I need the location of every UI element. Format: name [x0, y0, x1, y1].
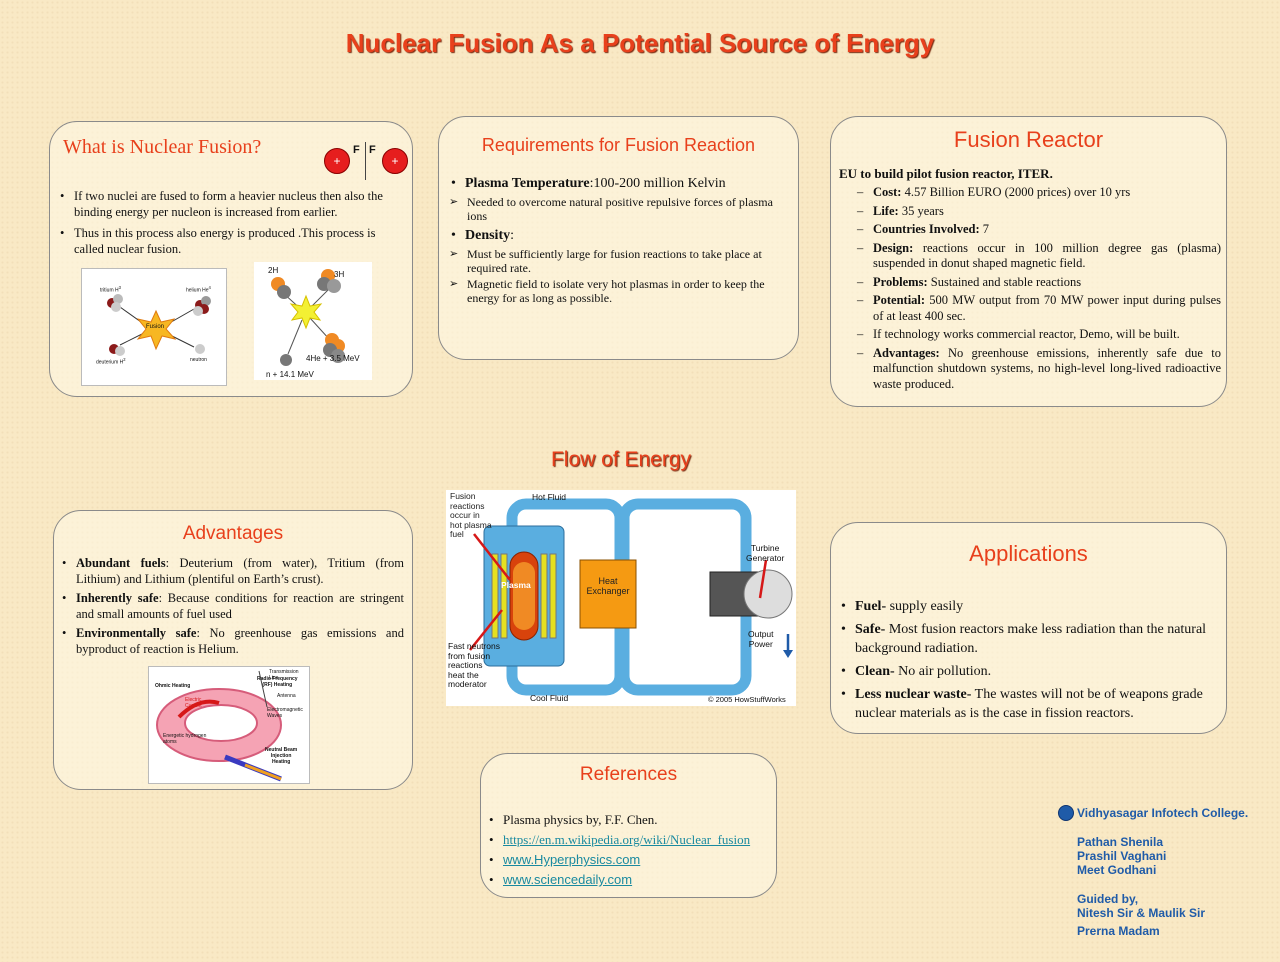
what-bullet: Thus in this process also energy is prod… — [56, 225, 396, 257]
h3-label: 3H — [334, 270, 345, 279]
he-label: 4He + 3.5 MeV — [306, 354, 360, 363]
requirements-title: Requirements for Fusion Reaction — [481, 135, 756, 155]
reactor-list: Cost: 4.57 Billion EURO (2000 prices) ov… — [853, 185, 1221, 392]
tritium-label: tritium H3 — [100, 285, 121, 294]
advantage-item: Inherently safe: Because conditions for … — [58, 591, 404, 622]
guide-name: Prerna Madam — [1077, 924, 1160, 938]
author-name: Meet Godhani — [1077, 863, 1157, 877]
neutron-label: neutron — [190, 357, 207, 363]
poster-title: Nuclear Fusion As a Potential Source of … — [345, 28, 935, 58]
hot-fluid-label: Hot Fluid — [532, 492, 567, 502]
helium-label: helium He4 — [186, 285, 211, 294]
ff-divider — [365, 142, 366, 180]
rf-label: Radio Frequency(RF) Heating — [257, 676, 298, 688]
requirements-panel: Requirements for Fusion Reaction •Plasma… — [438, 116, 799, 360]
guided-label: Guided by, — [1077, 892, 1139, 906]
n-label: n + 14.1 MeV — [266, 370, 314, 379]
reactor-item: If technology works commercial reactor, … — [853, 327, 1221, 343]
dt-fusion-figure: 2H 3H 4He + 3.5 MeV n + 14.1 MeV — [254, 262, 372, 380]
reference-link[interactable]: https://en.m.wikipedia.org/wiki/Nuclear_… — [485, 830, 773, 850]
plasma-label: Plasma — [501, 580, 531, 590]
reactor-item: Problems: Sustained and stable reactions — [853, 275, 1221, 291]
reactor-item: Potential: 500 MW output from 70 MW powe… — [853, 293, 1221, 324]
author-name: Pathan Shenila — [1077, 835, 1164, 849]
applications-list: Fuel- supply easily Safe- Most fusion re… — [837, 597, 1217, 723]
ohmic-label: Ohmic Heating — [155, 683, 191, 689]
temp-line: •Plasma Temperature:100-200 million Kelv… — [451, 176, 726, 191]
college-logo-icon — [1058, 805, 1074, 821]
f-label-left: F — [353, 144, 360, 156]
dt-fusion-svg — [271, 269, 345, 366]
density-sub: Magnetic field to isolate very hot plasm… — [449, 277, 791, 305]
reference-link[interactable]: www.Hyperphysics.com — [485, 850, 773, 870]
advantages-title: Advantages — [182, 523, 284, 544]
density-line: •Density: — [451, 228, 515, 243]
advantage-item: Environmentally safe: No greenhouse gas … — [58, 626, 404, 657]
applications-panel: Applications Fuel- supply easily Safe- M… — [830, 522, 1227, 734]
fusion-reactor-panel: Fusion Reactor EU to build pilot fusion … — [830, 116, 1227, 407]
temp-sub: Needed to overcome natural positive repu… — [449, 195, 791, 223]
reactor-item: Countries Involved: 7 — [853, 222, 1221, 238]
proton-left: + — [324, 148, 350, 174]
guide-name: Nitesh Sir & Maulik Sir — [1077, 906, 1206, 920]
what-title: What is Nuclear Fusion? — [63, 136, 262, 158]
h2-label: 2H — [268, 266, 279, 275]
guides-block: Guided by, Nitesh Sir & Maulik Sir Prern… — [1077, 892, 1205, 938]
deuterium-label: deuterium H2 — [96, 357, 126, 366]
references-title: References — [579, 764, 678, 785]
ff-diagram: F F + + — [322, 142, 412, 182]
requirements-body: •Plasma Temperature:100-200 million Kelv… — [449, 175, 791, 305]
reactor-title: Fusion Reactor — [953, 127, 1104, 152]
authors-block: Pathan Shenila Prashil Vaghani Meet Godh… — [1077, 835, 1166, 877]
reference-link[interactable]: www.sciencedaily.com — [485, 870, 773, 890]
proton-right: + — [382, 148, 408, 174]
fusion-center-label: Fusion — [146, 324, 165, 330]
fusion-reaction-figure: tritium H3 helium He4 Fusion deuterium H… — [81, 268, 227, 386]
copyright-label: © 2005 HowStuffWorks — [708, 695, 786, 704]
application-item: Safe- Most fusion reactors make less rad… — [837, 620, 1217, 658]
what-bullet: If two nuclei are fused to form a heavie… — [56, 188, 396, 220]
application-item: Fuel- supply easily — [837, 597, 1217, 616]
college-name: Vidhyasagar Infotech College. — [1077, 806, 1249, 820]
reactor-item: Advantages: No greenhouse emissions, inh… — [853, 346, 1221, 393]
advantage-item: Abundant fuels: Deuterium (from water), … — [58, 556, 404, 587]
fusion-reaction-svg — [107, 294, 211, 356]
temp-sub-list: Needed to overcome natural positive repu… — [449, 195, 791, 223]
reactor-item: Design: reactions occur in 100 million d… — [853, 241, 1221, 272]
application-item: Less nuclear waste- The wastes will not … — [837, 685, 1217, 723]
application-item: Clean- No air pollution. — [837, 662, 1217, 681]
what-bullets: If two nuclei are fused to form a heavie… — [56, 188, 396, 257]
transmission-label: Transmission Line — [269, 669, 299, 681]
tokamak-figure: Transmission Line Radio Frequency(RF) He… — [148, 666, 310, 784]
what-is-fusion-panel: What is Nuclear Fusion? F F + + If two n… — [49, 121, 413, 397]
tokamak-svg — [156, 670, 282, 782]
flow-diagram-svg — [469, 498, 793, 696]
flow-title: Flow of Energy — [550, 448, 692, 471]
advantages-list: Abundant fuels: Deuterium (from water), … — [58, 556, 404, 657]
reactor-item: Cost: 4.57 Billion EURO (2000 prices) ov… — [853, 185, 1221, 201]
references-list: Plasma physics by, F.F. Chen. https://en… — [485, 810, 773, 890]
advantages-panel: Advantages Abundant fuels: Deuterium (fr… — [53, 510, 413, 790]
reactor-intro: EU to build pilot fusion reactor, ITER. — [839, 166, 1053, 181]
reference-item: Plasma physics by, F.F. Chen. — [485, 810, 773, 830]
cool-fluid-label: Cool Fluid — [530, 693, 569, 703]
density-sub: Must be sufficiently large for fusion re… — [449, 247, 791, 275]
f-label-right: F — [369, 144, 376, 156]
applications-title: Applications — [969, 541, 1088, 566]
density-sub-list: Must be sufficiently large for fusion re… — [449, 247, 791, 305]
author-name: Prashil Vaghani — [1077, 849, 1167, 863]
references-panel: References Plasma physics by, F.F. Chen.… — [480, 753, 777, 898]
reactor-item: Life: 35 years — [853, 204, 1221, 220]
antenna-label: Antenna — [277, 693, 296, 699]
